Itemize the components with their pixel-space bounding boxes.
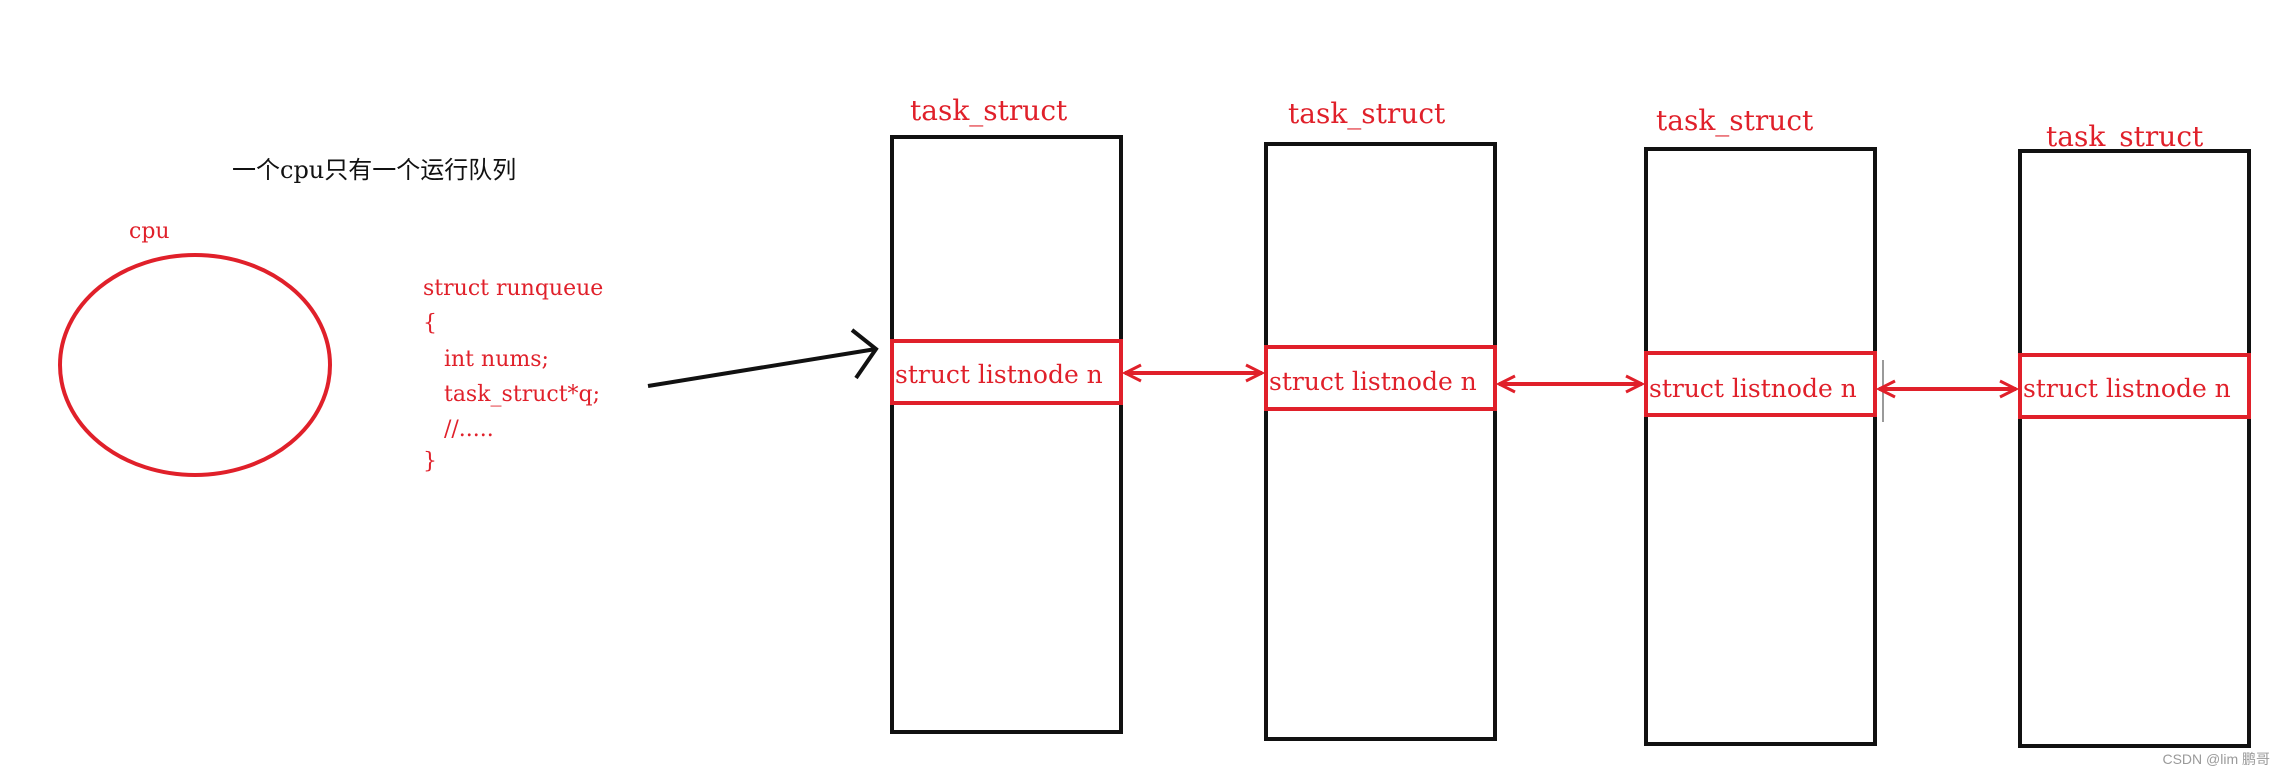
listnode-label: struct listnode n xyxy=(2023,374,2231,403)
task-struct-title: task_struct xyxy=(2046,120,2204,153)
listnode-box xyxy=(1644,351,1877,417)
task-struct-title: task_struct xyxy=(910,94,1068,127)
code-line: //..... xyxy=(423,417,494,442)
code-line: } xyxy=(423,449,437,474)
diagram-caption: 一个cpu只有一个运行队列 xyxy=(232,156,516,184)
task-struct-3: task_struct struct listnode n xyxy=(1644,104,1884,746)
task-struct-title: task_struct xyxy=(1288,97,1446,130)
code-line: struct runqueue xyxy=(423,276,603,301)
task-struct-4: task_struct struct listnode n xyxy=(2018,120,2251,748)
listnode-box xyxy=(1264,345,1497,411)
task-struct-1: task_struct struct listnode n xyxy=(890,94,1123,734)
code-line: { xyxy=(423,311,437,336)
task-struct-title: task_struct xyxy=(1656,104,1814,137)
task-struct-box xyxy=(1644,147,1877,746)
watermark: CSDN @lim 鹏哥 xyxy=(2162,751,2270,767)
runqueue-code-block: struct runqueue { int nums; task_struct*… xyxy=(423,276,603,474)
listnode-label: struct listnode n xyxy=(895,360,1103,389)
code-line: task_struct*q; xyxy=(423,382,600,407)
cpu-ellipse xyxy=(58,253,332,477)
task-struct-box xyxy=(1264,142,1497,741)
listnode-label: struct listnode n xyxy=(1269,367,1477,396)
listnode-box xyxy=(890,339,1123,405)
listnode-box xyxy=(2018,353,2251,419)
runqueue-pointer-arrow xyxy=(647,328,879,388)
task-struct-box xyxy=(2018,149,2251,748)
task-struct-2: task_struct struct listnode n xyxy=(1264,97,1497,741)
code-line: int nums; xyxy=(423,347,549,372)
listnode-label: struct listnode n xyxy=(1649,374,1857,403)
cpu-label: cpu xyxy=(129,219,170,244)
task-struct-box xyxy=(890,135,1123,734)
